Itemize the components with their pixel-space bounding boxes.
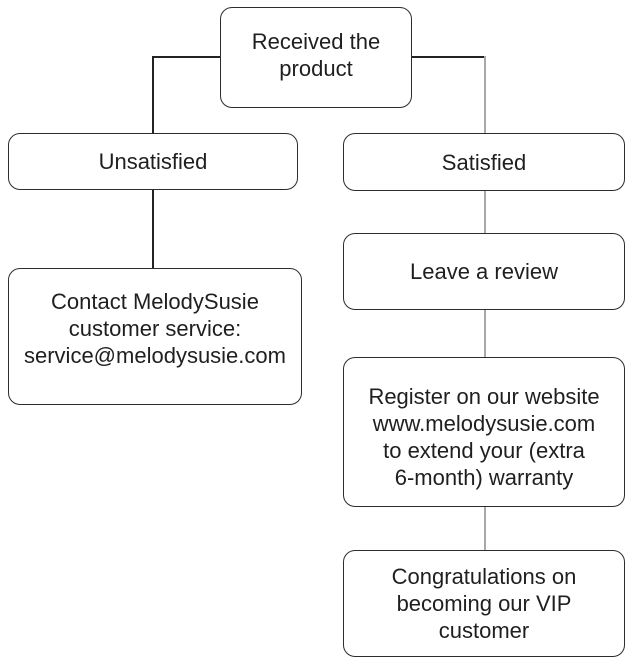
node-unsatisfied-label: Unsatisfied xyxy=(98,149,208,174)
node-register-extend-warranty: Register on our website www.melodysusie.… xyxy=(343,357,625,507)
node-received-label: Received the product xyxy=(251,28,381,81)
connector-received-left-horizontal xyxy=(152,56,220,58)
node-contact-customer-service: Contact MelodySusie customer service: se… xyxy=(8,268,302,405)
connector-register-to-vip xyxy=(484,507,486,550)
node-leave-review-label: Leave a review xyxy=(410,259,558,284)
connector-received-right-horizontal xyxy=(412,56,486,58)
node-leave-a-review: Leave a review xyxy=(343,233,625,310)
node-vip-customer: Congratulations on becoming our VIP cust… xyxy=(343,550,625,657)
node-satisfied: Satisfied xyxy=(343,133,625,191)
connector-to-satisfied-vertical xyxy=(484,56,486,133)
node-register-label: Register on our website www.melodysusie.… xyxy=(368,384,600,490)
connector-leave-review-to-register xyxy=(484,310,486,357)
node-vip-label: Congratulations on becoming our VIP cust… xyxy=(391,564,577,643)
connector-satisfied-to-leave-review xyxy=(484,191,486,233)
node-satisfied-label: Satisfied xyxy=(441,149,527,175)
node-contact-label: Contact MelodySusie customer service: se… xyxy=(24,289,286,368)
node-received-the-product: Received the product xyxy=(220,7,412,108)
connector-to-unsatisfied-vertical xyxy=(152,56,154,133)
node-unsatisfied: Unsatisfied xyxy=(8,133,298,190)
connector-unsatisfied-to-contact xyxy=(152,190,154,268)
